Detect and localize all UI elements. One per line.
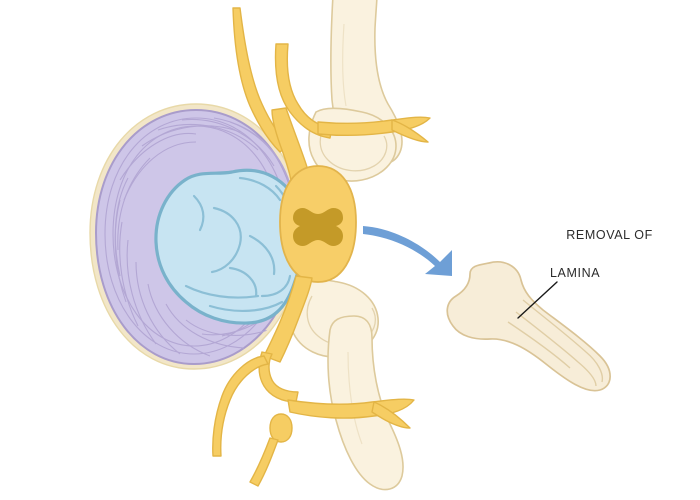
- arrow-body: [363, 226, 452, 276]
- nerve-branch-upper-right: [317, 116, 431, 137]
- nerve-roots: [212, 7, 431, 487]
- annulus-striations: [104, 117, 293, 357]
- spinous-bottom-detail: [347, 351, 363, 445]
- nerve-branch-upper-right-fork: [391, 119, 429, 143]
- facet-top-detail: [319, 123, 388, 172]
- transfer-arrow: [363, 226, 452, 276]
- leader-line: [517, 281, 558, 319]
- intervertebral-disc: [89, 103, 305, 370]
- lamina-detail: [507, 299, 604, 387]
- nerve-loop-lower: [258, 351, 299, 403]
- removal-of-lamina-line2: LAMINA: [550, 266, 601, 280]
- removal-of-lamina-label: REMOVAL OF LAMINA: [550, 207, 690, 321]
- removed-lamina-fragment: [446, 261, 611, 392]
- nerve-tail-bottom: [249, 437, 279, 487]
- vertebral-bone-bottom: [288, 277, 404, 491]
- lamina-outline: [446, 261, 611, 392]
- nerve-branch-lower-right-fork: [371, 401, 411, 429]
- gray-matter-butterfly: [293, 208, 343, 246]
- nerve-root-upper-left: [232, 7, 289, 153]
- nerve-root-from-cord-lower: [263, 275, 313, 363]
- spinous-top-detail: [342, 23, 347, 107]
- vertebral-bone-top: [308, 0, 403, 182]
- nerve-ganglion-lower: [269, 413, 293, 443]
- nerve-branch-lower-left: [212, 355, 269, 457]
- annotation-leader-line: [517, 281, 558, 319]
- removal-of-lamina-line1: REMOVAL OF: [566, 228, 653, 242]
